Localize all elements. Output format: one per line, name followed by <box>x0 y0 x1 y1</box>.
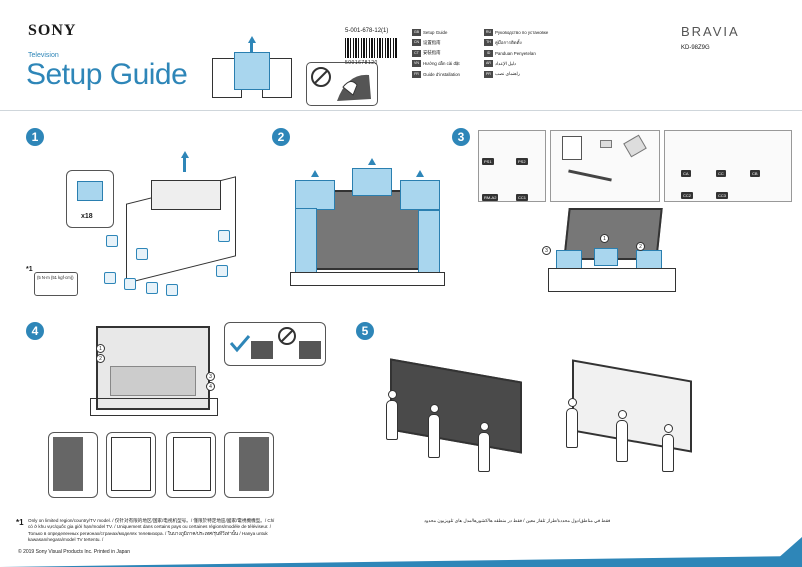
step-badge-1: 1 <box>26 128 44 146</box>
step4-detail-row <box>48 432 274 500</box>
header-unbox-illustration <box>212 36 292 102</box>
up-arrow-icon <box>247 36 256 43</box>
copyright: © 2019 Sony Visual Products Inc. Printed… <box>18 549 130 555</box>
step5-carry-front-illustration <box>384 358 534 475</box>
screw-icon <box>146 282 158 294</box>
step3-tv-illustration: 1 2 3 <box>540 208 680 300</box>
accessory-label: CC2 <box>681 192 694 199</box>
footnote-mark: *1 <box>26 266 33 273</box>
screw-icon <box>124 278 136 290</box>
step3-callout: 1 <box>600 234 609 243</box>
model-number: KD-98Z9G <box>681 45 710 51</box>
screw-icon <box>166 284 178 296</box>
barcode-number: 5001678120 <box>345 60 378 66</box>
step4-callout: 2 <box>96 354 105 363</box>
accessory-label: RM-A2 <box>482 194 499 201</box>
step4-tv-back-illustration: 1 2 3 4 <box>90 326 220 422</box>
series-name: BRAVIA <box>681 24 740 39</box>
accessory-label: PS2 <box>516 158 528 165</box>
up-arrow-icon <box>416 170 424 177</box>
accessory-label: PS1 <box>482 158 494 165</box>
do-dont-panel <box>224 322 326 366</box>
accessory-label: CC3 <box>716 192 729 199</box>
up-arrow-icon <box>368 158 376 165</box>
step-badge-4: 4 <box>26 322 44 340</box>
step3-callout: 2 <box>636 242 645 251</box>
check-icon <box>229 327 321 359</box>
up-arrow-icon <box>180 151 189 158</box>
accessories-panel: PS1 PS2 RM-A2 CC1 CA CC CB CC2 CC3 <box>478 130 794 202</box>
screw-detail-panel: x18 <box>66 170 114 228</box>
screwdriver-spec: (5 N·m {51 kgf·cm}) <box>34 272 78 296</box>
accessory-label: CC1 <box>516 194 529 201</box>
torque-spec: (5 N·m {51 kgf·cm}) <box>37 275 74 280</box>
up-arrow-icon <box>311 170 319 177</box>
step2-illustration <box>290 158 450 300</box>
footnote-text-rtl: فقط في مناطق/دول محددة/طراز تلفاز معين /… <box>424 518 611 523</box>
screw-icon <box>218 230 230 242</box>
step4-callout: 4 <box>206 382 215 391</box>
barcode <box>345 38 397 58</box>
step-badge-2: 2 <box>272 128 290 146</box>
divider <box>0 110 802 111</box>
step-badge-3: 3 <box>452 128 470 146</box>
footnote-text: Only on limited region/country/TV model.… <box>28 518 275 543</box>
step3-callout: 3 <box>542 246 551 255</box>
sony-logo: SONY <box>28 22 77 39</box>
accessory-label: CC <box>716 170 726 177</box>
decorative-bar <box>0 556 802 567</box>
no-touch-icon <box>306 62 378 106</box>
accessory-label: CA <box>681 170 691 177</box>
screw-icon <box>136 248 148 260</box>
step4-callout: 1 <box>96 344 105 353</box>
footnote-mark: *1 <box>16 518 24 527</box>
step5-carry-back-illustration <box>562 359 702 475</box>
step1-illustration: x18 <box>56 151 271 305</box>
page-title: Setup Guide <box>26 58 188 91</box>
screw-count: x18 <box>81 213 93 220</box>
step-badge-5: 5 <box>356 322 374 340</box>
screw-icon <box>216 265 228 277</box>
product-type: Television <box>28 52 59 59</box>
screw-icon <box>106 235 118 247</box>
part-number: 5-001-678-12(1) <box>345 28 389 34</box>
accessory-label: CB <box>750 170 760 177</box>
step4-callout: 3 <box>206 372 215 381</box>
screw-icon <box>104 272 116 284</box>
